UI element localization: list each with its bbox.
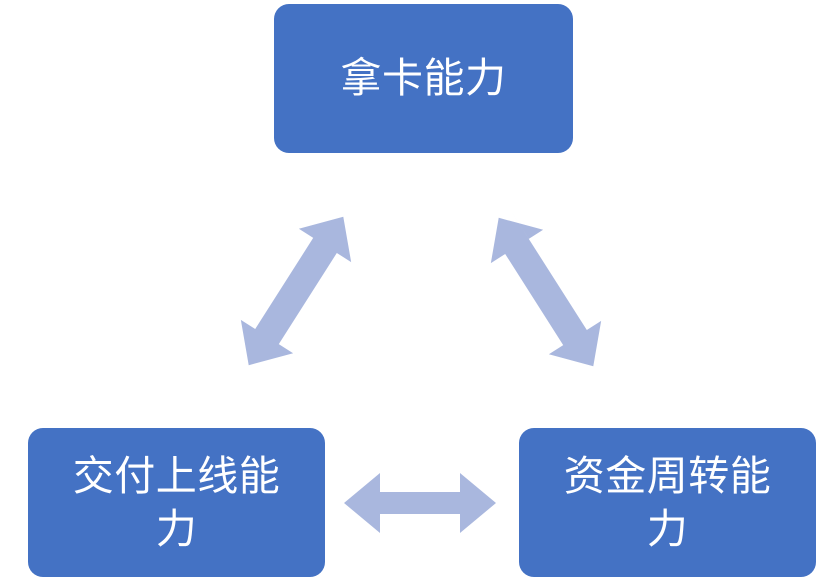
arrow-right-diagonal[interactable] [473,201,620,383]
arrow-right-diagonal-path [490,210,602,367]
node-label-bottom-left: 交付上线能力 [72,453,281,552]
node-box-bottom-left[interactable]: 交付上线能力 [28,428,325,577]
node-box-bottom-right[interactable]: 资金周转能力 [519,428,816,577]
node-box-top[interactable]: 拿卡能力 [274,4,573,153]
arrow-left-diagonal[interactable] [223,200,370,382]
arrow-bottom-horizontal[interactable] [344,473,496,533]
arrow-bottom-horizontal-path [344,473,496,533]
node-label-top: 拿卡能力 [340,55,507,102]
node-label-bottom-right: 资金周转能力 [563,453,772,552]
arrow-left-diagonal-path [236,216,352,366]
